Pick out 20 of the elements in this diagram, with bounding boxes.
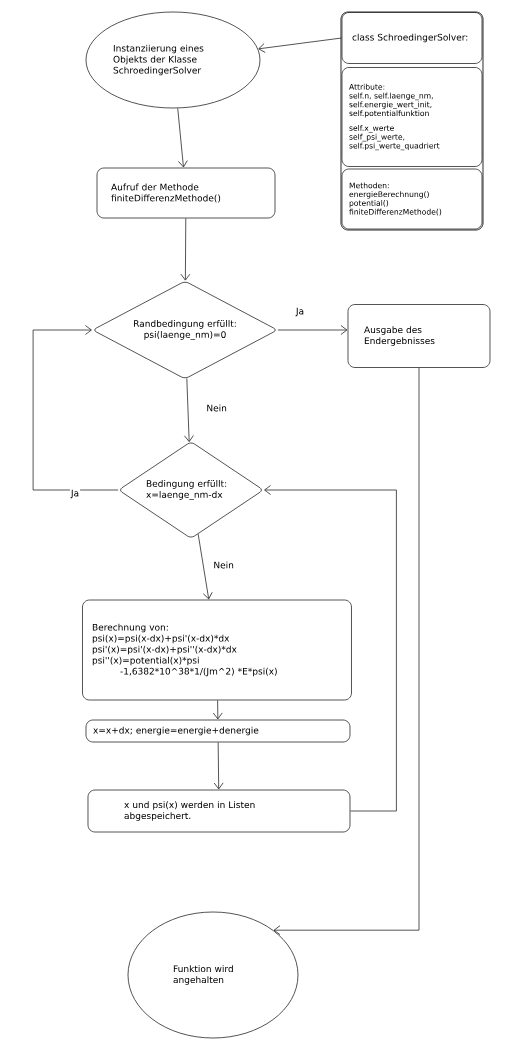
- arrow: [264, 485, 397, 812]
- process-box: Aufruf der Methode finiteDifferenzMethode(): [96, 167, 276, 219]
- process-box: Berechnung von: psi(x)=psi(x-dx)+psi'(x-dx)*dx psi'(x)=psi'(x-dx)+psi''(x-dx)*dx psi''(x)=potential(x)*psi -1,6382*10^38*1/(Jm^2) *E*psi(x): [82, 599, 352, 701]
- edge-label: Nein: [214, 561, 234, 569]
- arrow: [197, 533, 213, 600]
- arrow: [273, 367, 420, 936]
- edge-label: Nein: [207, 404, 227, 412]
- arrow: [184, 378, 194, 443]
- arrow: [180, 218, 191, 281]
- arrow: [212, 700, 223, 720]
- arrow: [277, 325, 348, 335]
- process-box: x=x+dx; energie=energie+denergie: [85, 719, 351, 743]
- output-box: Ausgabe des Endergebnisses: [347, 304, 491, 368]
- edge-label: Ja: [295, 307, 304, 317]
- arrow: [213, 742, 224, 790]
- arrow: [32, 325, 119, 491]
- edge-label: Ja: [70, 489, 79, 499]
- arrow: [177, 107, 188, 168]
- arrow: [258, 37, 342, 53]
- process-box: x und psi(x) werden in Listen abgespeichert.: [87, 789, 351, 833]
